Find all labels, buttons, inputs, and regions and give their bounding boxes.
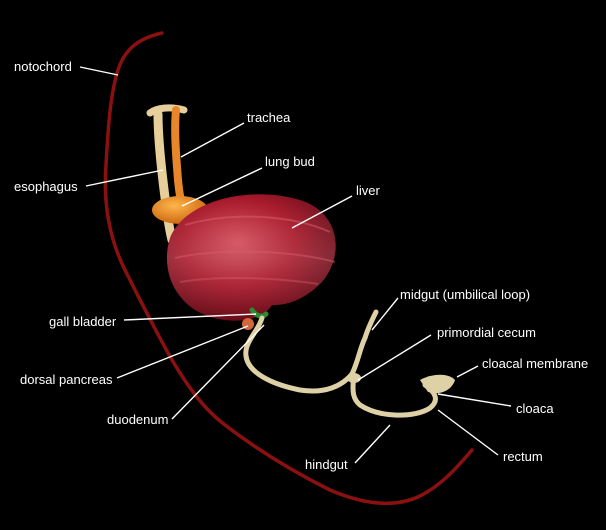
hindgut-label: hindgut <box>305 457 348 472</box>
duodenum-label: duodenum <box>107 412 169 427</box>
midgut-label: midgut (umbilical loop) <box>400 287 531 302</box>
gall-bladder-label: gall bladder <box>49 314 117 329</box>
gall-bladder-structure <box>249 307 269 319</box>
leader-lines <box>79 66 512 464</box>
dorsal-pancreas-label: dorsal pancreas <box>20 372 113 387</box>
trachea-label: trachea <box>247 110 291 125</box>
cloacal-membrane-label: cloacal membrane <box>482 356 589 371</box>
esophagus-label: esophagus <box>14 179 78 194</box>
esophagus-top <box>146 104 188 117</box>
primordial-cecum-label: primordial cecum <box>437 325 536 340</box>
rectum-label: rectum <box>503 449 543 464</box>
cloaca-structure <box>420 374 455 394</box>
lung-bud-label: lung bud <box>265 154 315 169</box>
primordial-cecum-structure <box>347 373 361 383</box>
liver-label: liver <box>356 183 380 198</box>
notochord-label: notochord <box>14 59 72 74</box>
cloaca-label: cloaca <box>516 401 554 416</box>
gut-tube-structure <box>243 309 438 418</box>
liver-structure <box>166 194 336 321</box>
notochord-structure <box>103 31 474 506</box>
